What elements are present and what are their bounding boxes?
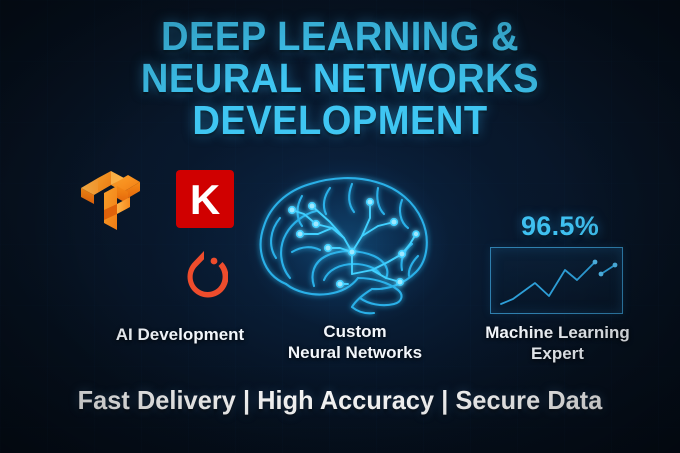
- keras-logo: K: [176, 170, 234, 228]
- pytorch-logo: [180, 248, 229, 304]
- column-label-custom-neural-networks: Custom Neural Networks: [255, 322, 455, 363]
- label-line-2: Expert: [531, 343, 584, 363]
- chart-svg: [500, 259, 618, 305]
- tagline: Fast Delivery | High Accuracy | Secure D…: [77, 385, 603, 415]
- accuracy-line-chart: [490, 247, 623, 314]
- tensorflow-logo: [78, 166, 142, 236]
- brain-circuit-illustration: [252, 166, 442, 321]
- label-line-1: Custom: [323, 322, 387, 341]
- chart-line: [500, 261, 596, 305]
- chart-line-segment-2: [600, 264, 616, 275]
- title-line-1: DEEP LEARNING &: [161, 13, 519, 59]
- title-line-3: DEVELOPMENT: [192, 96, 488, 143]
- label-line-1: Machine Learning: [485, 323, 630, 342]
- svg-text:K: K: [190, 176, 220, 223]
- title-line-2: NEURAL NETWORKS: [140, 54, 540, 101]
- accuracy-percentage: 96.5%: [520, 211, 600, 241]
- column-label-machine-learning-expert: Machine Learning Expert: [445, 323, 670, 364]
- page-title: DEEP LEARNING & NEURAL NETWORKS DEVELOPM…: [0, 13, 680, 143]
- label-line-2: Neural Networks: [287, 342, 423, 362]
- chart-markers: [592, 259, 618, 277]
